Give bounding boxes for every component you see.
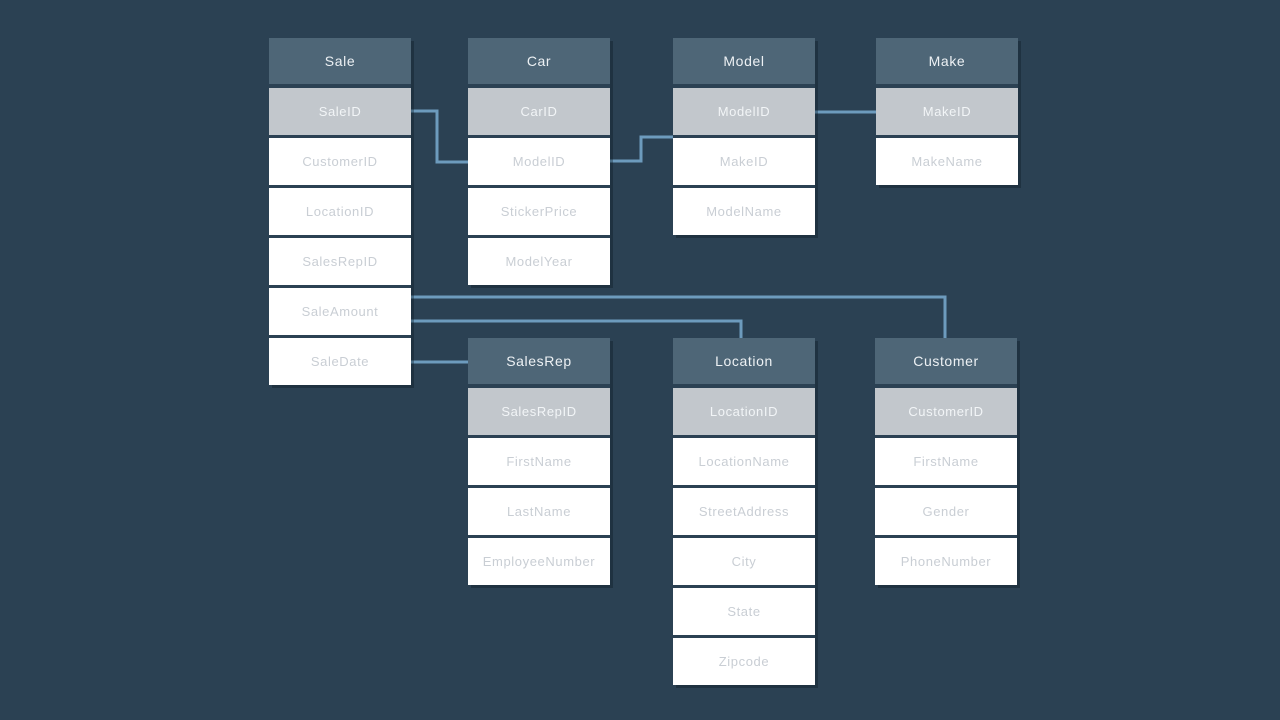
primary-key-field-salesrepid: SalesRepID	[468, 388, 610, 435]
field-city: City	[673, 538, 815, 585]
field-lastname: LastName	[468, 488, 610, 535]
field-state: State	[673, 588, 815, 635]
field-locationid: LocationID	[269, 188, 411, 235]
table-title-sale: Sale	[269, 38, 411, 84]
field-phonenumber: PhoneNumber	[875, 538, 1017, 585]
field-firstname: FirstName	[875, 438, 1017, 485]
table-title-location: Location	[673, 338, 815, 384]
field-salesrepid: SalesRepID	[269, 238, 411, 285]
primary-key-field-customerid: CustomerID	[875, 388, 1017, 435]
field-zipcode: Zipcode	[673, 638, 815, 685]
field-streetaddress: StreetAddress	[673, 488, 815, 535]
field-employeenumber: EmployeeNumber	[468, 538, 610, 585]
connector-sale-saleid-to-car-modelid	[411, 109, 468, 164]
primary-key-field-saleid: SaleID	[269, 88, 411, 135]
connector-car-modelid-to-model-modelid	[610, 135, 673, 163]
field-saledate: SaleDate	[269, 338, 411, 385]
field-saleamount: SaleAmount	[269, 288, 411, 335]
table-title-model: Model	[673, 38, 815, 84]
primary-key-field-makeid: MakeID	[876, 88, 1018, 135]
table-title-make: Make	[876, 38, 1018, 84]
table-title-salesrep: SalesRep	[468, 338, 610, 384]
field-makename: MakeName	[876, 138, 1018, 185]
field-stickerprice: StickerPrice	[468, 188, 610, 235]
table-title-customer: Customer	[875, 338, 1017, 384]
field-modelname: ModelName	[673, 188, 815, 235]
primary-key-field-modelid: ModelID	[673, 88, 815, 135]
primary-key-field-carid: CarID	[468, 88, 610, 135]
connector-sale-to-customer	[411, 295, 947, 340]
field-locationname: LocationName	[673, 438, 815, 485]
primary-key-field-locationid: LocationID	[673, 388, 815, 435]
field-customerid: CustomerID	[269, 138, 411, 185]
field-gender: Gender	[875, 488, 1017, 535]
table-title-car: Car	[468, 38, 610, 84]
field-firstname: FirstName	[468, 438, 610, 485]
field-makeid: MakeID	[673, 138, 815, 185]
field-modelid: ModelID	[468, 138, 610, 185]
field-modelyear: ModelYear	[468, 238, 610, 285]
